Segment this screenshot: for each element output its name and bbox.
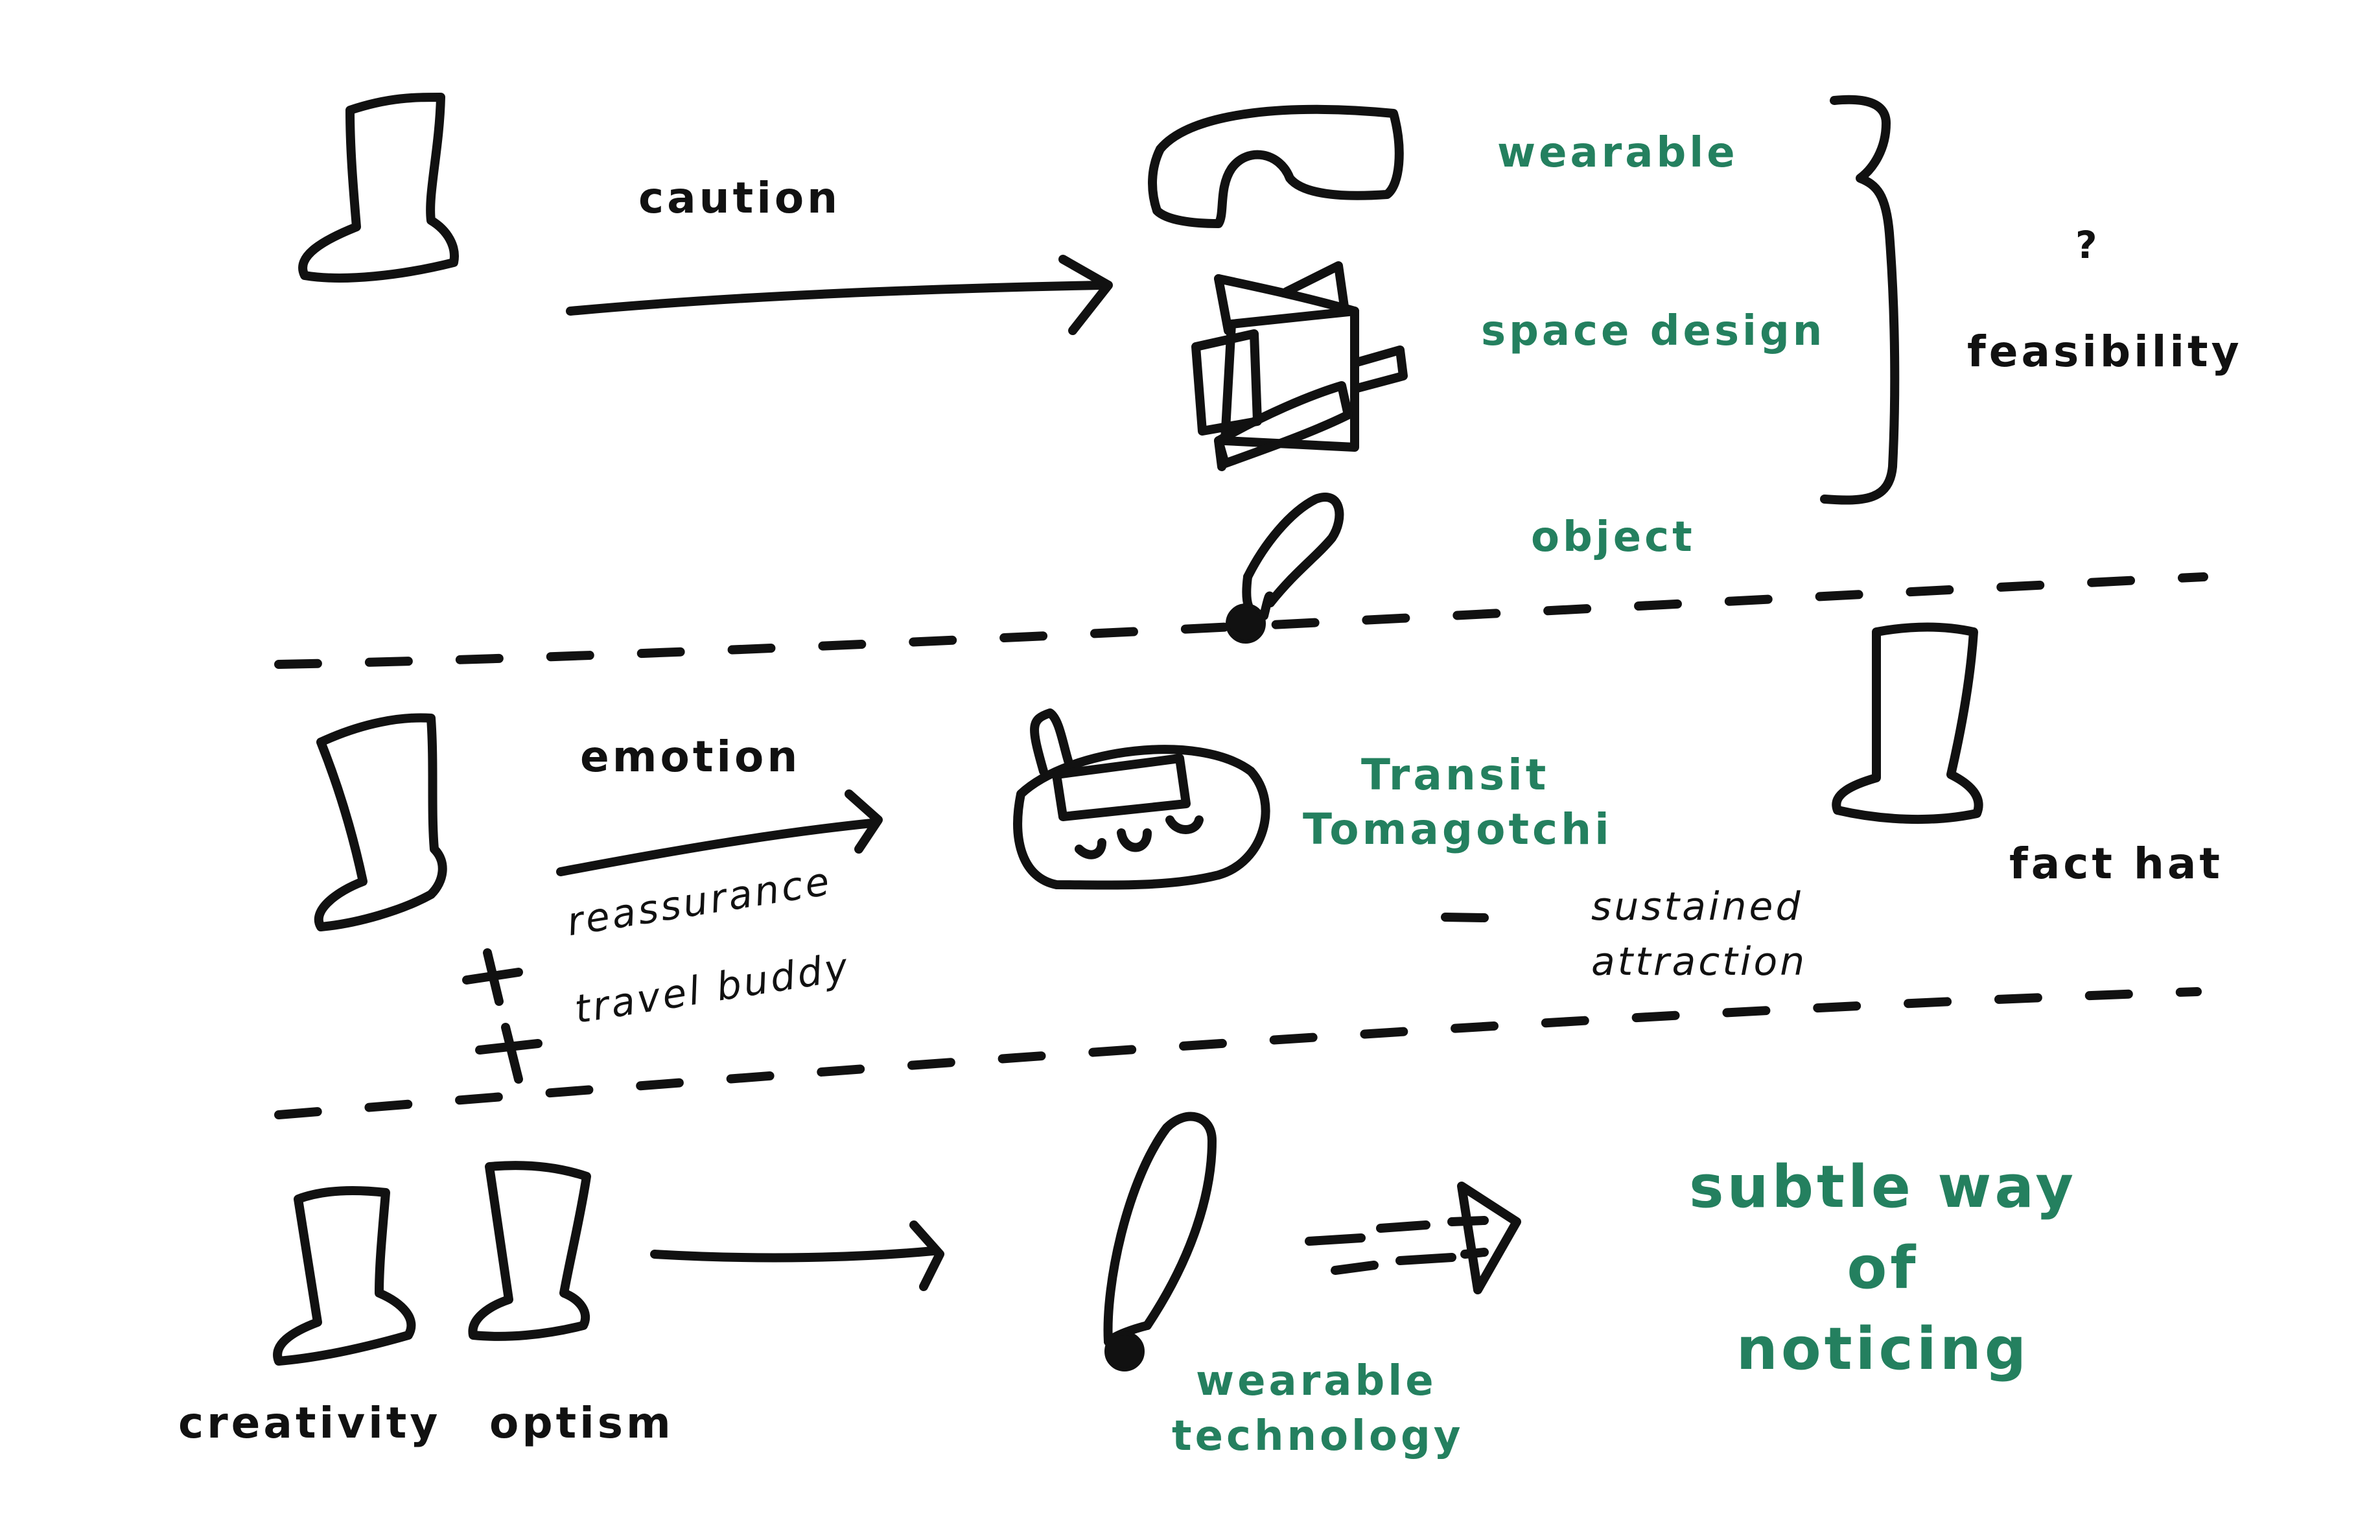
creativity-arrow-head [909,1220,944,1291]
green-hat-icon [273,1186,416,1366]
creativity-label: creativity [178,1398,441,1448]
plus-icon [475,1023,542,1084]
emotion-label: emotion [580,732,801,782]
red-hat-icon [314,713,447,931]
divider-line-top [274,572,2208,669]
sustained-dash [1441,913,1489,922]
sustained-label: sustained [1591,884,1803,929]
white-hat-icon [1832,622,1983,824]
yellow-hat-icon [468,1161,591,1341]
optism-label: optism [489,1398,674,1448]
black-hat-icon [298,93,459,283]
space-design-icon [1191,261,1408,471]
space-design-label: space design [1481,307,1826,355]
emotion-arrow [556,819,876,876]
conclusion-line1: subtle way [1688,1153,2077,1221]
caution-arrow-head [1058,255,1113,335]
emotion-arrow-head [845,789,883,854]
conclusion-line2: of [1847,1234,1919,1302]
question-mark: ? [2075,223,2101,267]
plus-icon [462,948,523,1006]
object-icon [1226,493,1344,644]
creativity-arrow [650,1246,938,1263]
dashed-arrow-head [1457,1182,1521,1294]
wearable-technology-label-line1: wearable [1196,1357,1437,1405]
divider-line-bottom [274,987,2202,1119]
wearable-label: wearable [1497,129,1738,177]
dashed-arrow [1305,1216,1489,1275]
conclusion-line3: noticing [1736,1315,2030,1383]
object-label: object [1531,513,1696,561]
tamagotchi-icon [1013,708,1270,890]
lanyard-icon [1103,1112,1217,1371]
caution-arrow [566,281,1106,316]
tomagotchi-label: Tomagotchi [1303,804,1613,854]
fact-hat-label: fact hat [2009,839,2223,889]
wearable-technology-label-line2: technology [1172,1412,1464,1460]
caution-label: caution [638,173,841,223]
wearable-icon [1148,104,1404,228]
feasibility-bracket [1820,95,1900,505]
transit-label: Transit [1361,750,1550,800]
feasibility-label: feasibility [1967,327,2243,377]
attraction-label: attraction [1591,939,1808,985]
